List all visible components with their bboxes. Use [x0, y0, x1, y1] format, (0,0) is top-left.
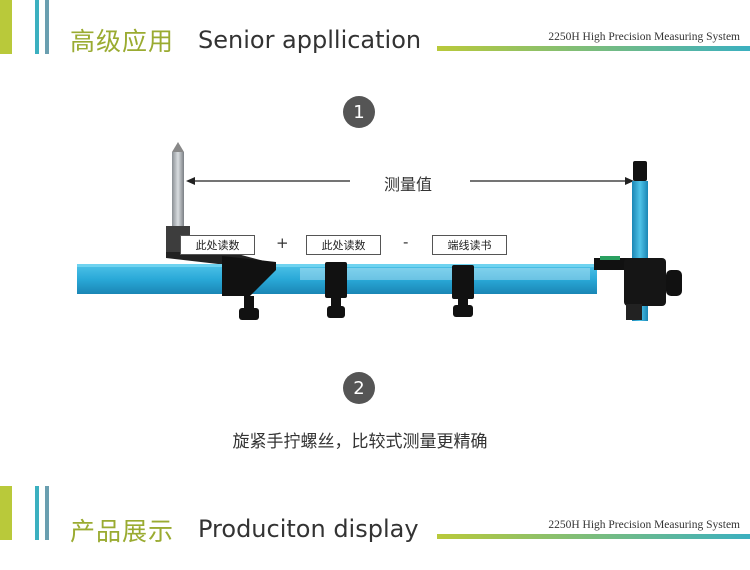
step-2-caption: 旋紧手拧螺丝，比较式测量更精确 — [232, 432, 488, 452]
section-title-cn: 高级应用 — [70, 27, 175, 56]
right-post — [594, 161, 682, 321]
product-subtitle: 2250H High Precision Measuring System — [548, 31, 740, 43]
reading-label-2: 此处读数 — [306, 235, 381, 255]
section-title-en: Senior appllication — [198, 26, 422, 54]
section-title-cn: 产品展示 — [70, 517, 175, 546]
arrow-right — [470, 177, 634, 185]
section-title-en: Produciton display — [198, 515, 419, 543]
middle-clamp-1 — [325, 262, 347, 318]
header-gradient-rule — [437, 534, 750, 539]
left-slider — [222, 256, 276, 320]
plus-operator: + — [276, 234, 289, 252]
header-decoration-bars — [0, 0, 60, 60]
step-1-badge: 1 — [343, 96, 375, 128]
product-subtitle: 2250H High Precision Measuring System — [548, 519, 740, 531]
decor-bar-teal — [35, 0, 39, 54]
decor-bar-blue — [45, 0, 49, 54]
decor-bar-blue — [45, 486, 49, 540]
decor-bar-green — [0, 486, 12, 540]
decor-bar-teal — [35, 486, 39, 540]
header-decoration-bars — [0, 486, 60, 546]
reading-label-end: 端线读书 — [432, 235, 507, 255]
decor-bar-green — [0, 0, 12, 54]
header-gradient-rule — [437, 46, 750, 51]
minus-operator: - — [403, 233, 409, 251]
step-2-badge: 2 — [343, 372, 375, 404]
section-header-senior-application: 高级应用 Senior appllication 2250H High Prec… — [0, 0, 750, 60]
measure-value-label: 测量值 — [384, 175, 433, 194]
arrow-left — [186, 177, 350, 185]
section-header-product-display: 产品展示 Produciton display 2250H High Preci… — [0, 486, 750, 546]
middle-clamp-2 — [452, 265, 474, 317]
reading-label-1: 此处读数 — [180, 235, 255, 255]
